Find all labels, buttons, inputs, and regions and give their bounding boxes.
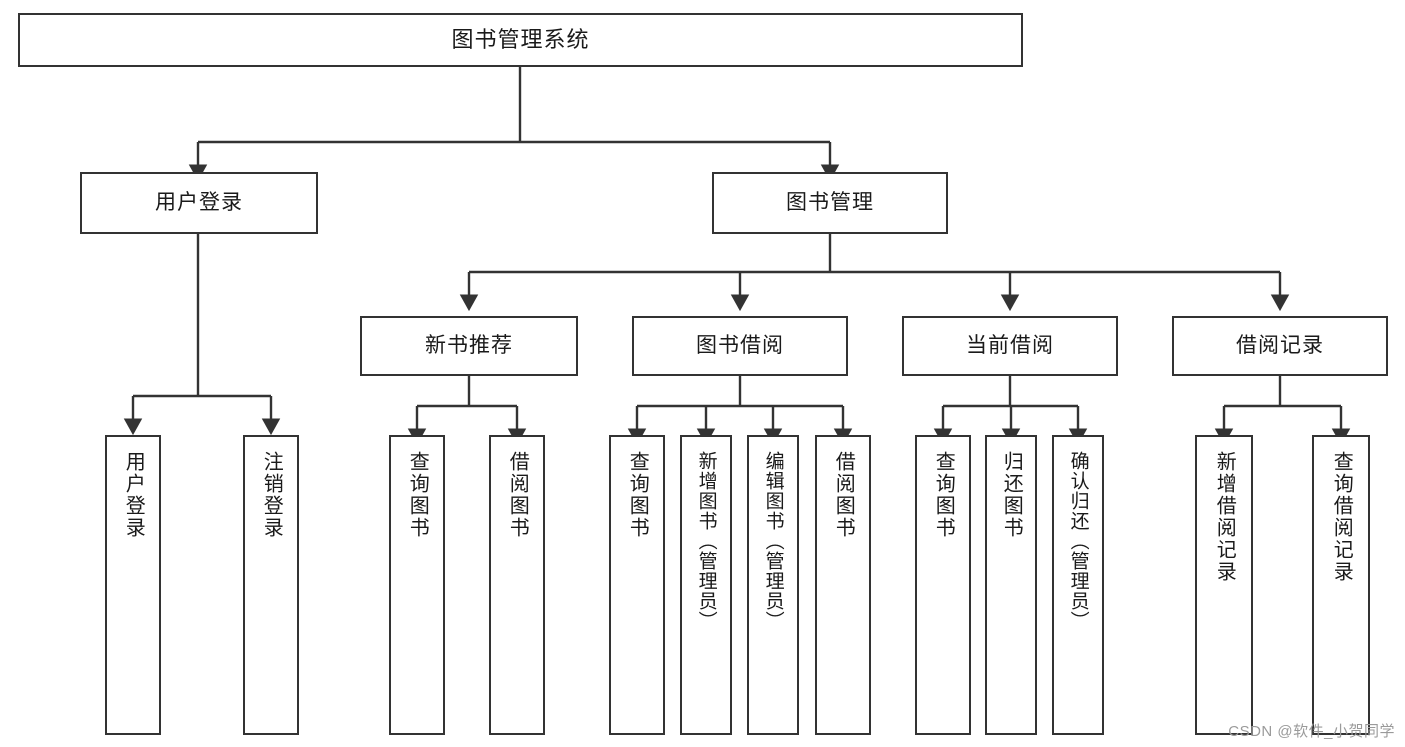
node-leaf-edit-book[interactable]: 编辑图书（管理员） xyxy=(747,435,799,735)
node-leaf-query-book-1[interactable]: 查询图书 xyxy=(389,435,445,735)
node-book-manage[interactable]: 图书管理 xyxy=(712,172,948,234)
node-leaf-return-book-label: 归还图书 xyxy=(1000,451,1023,539)
node-leaf-query-record-label: 查询借阅记录 xyxy=(1330,451,1353,583)
node-leaf-confirm-return-label: 确认归还（管理员） xyxy=(1067,451,1089,631)
node-borrow-record-label: 借阅记录 xyxy=(1236,334,1324,358)
node-book-borrow-label: 图书借阅 xyxy=(696,334,784,358)
node-book-manage-label: 图书管理 xyxy=(786,191,874,215)
node-book-borrow[interactable]: 图书借阅 xyxy=(632,316,848,376)
node-root-label: 图书管理系统 xyxy=(451,26,590,52)
node-leaf-query-book-3[interactable]: 查询图书 xyxy=(915,435,971,735)
node-root[interactable]: 图书管理系统 xyxy=(18,13,1023,67)
node-leaf-borrow-book-1-label: 借阅图书 xyxy=(506,451,529,539)
node-current-borrow[interactable]: 当前借阅 xyxy=(902,316,1118,376)
node-leaf-add-book[interactable]: 新增图书（管理员） xyxy=(680,435,732,735)
node-leaf-edit-book-label: 编辑图书（管理员） xyxy=(762,451,784,631)
node-leaf-add-record[interactable]: 新增借阅记录 xyxy=(1195,435,1253,735)
node-leaf-add-book-label: 新增图书（管理员） xyxy=(695,451,717,631)
node-leaf-query-book-2[interactable]: 查询图书 xyxy=(609,435,665,735)
node-leaf-user-login[interactable]: 用户登录 xyxy=(105,435,161,735)
node-leaf-logout-label: 注销登录 xyxy=(260,451,283,539)
node-leaf-query-book-3-label: 查询图书 xyxy=(932,451,955,539)
node-current-borrow-label: 当前借阅 xyxy=(966,334,1054,358)
node-leaf-add-record-label: 新增借阅记录 xyxy=(1213,451,1236,583)
node-leaf-user-login-label: 用户登录 xyxy=(122,451,145,539)
node-leaf-query-record[interactable]: 查询借阅记录 xyxy=(1312,435,1370,735)
node-leaf-query-book-2-label: 查询图书 xyxy=(626,451,649,539)
node-leaf-borrow-book-2-label: 借阅图书 xyxy=(832,451,855,539)
node-new-book-recommend[interactable]: 新书推荐 xyxy=(360,316,578,376)
node-leaf-confirm-return[interactable]: 确认归还（管理员） xyxy=(1052,435,1104,735)
node-leaf-borrow-book-2[interactable]: 借阅图书 xyxy=(815,435,871,735)
watermark: CSDN @软件_小贺同学 xyxy=(1228,723,1395,740)
node-new-book-recommend-label: 新书推荐 xyxy=(425,334,513,358)
node-user-login-label: 用户登录 xyxy=(155,191,243,215)
node-borrow-record[interactable]: 借阅记录 xyxy=(1172,316,1388,376)
node-leaf-return-book[interactable]: 归还图书 xyxy=(985,435,1037,735)
node-user-login[interactable]: 用户登录 xyxy=(80,172,318,234)
node-leaf-borrow-book-1[interactable]: 借阅图书 xyxy=(489,435,545,735)
node-leaf-logout[interactable]: 注销登录 xyxy=(243,435,299,735)
node-leaf-query-book-1-label: 查询图书 xyxy=(406,451,429,539)
